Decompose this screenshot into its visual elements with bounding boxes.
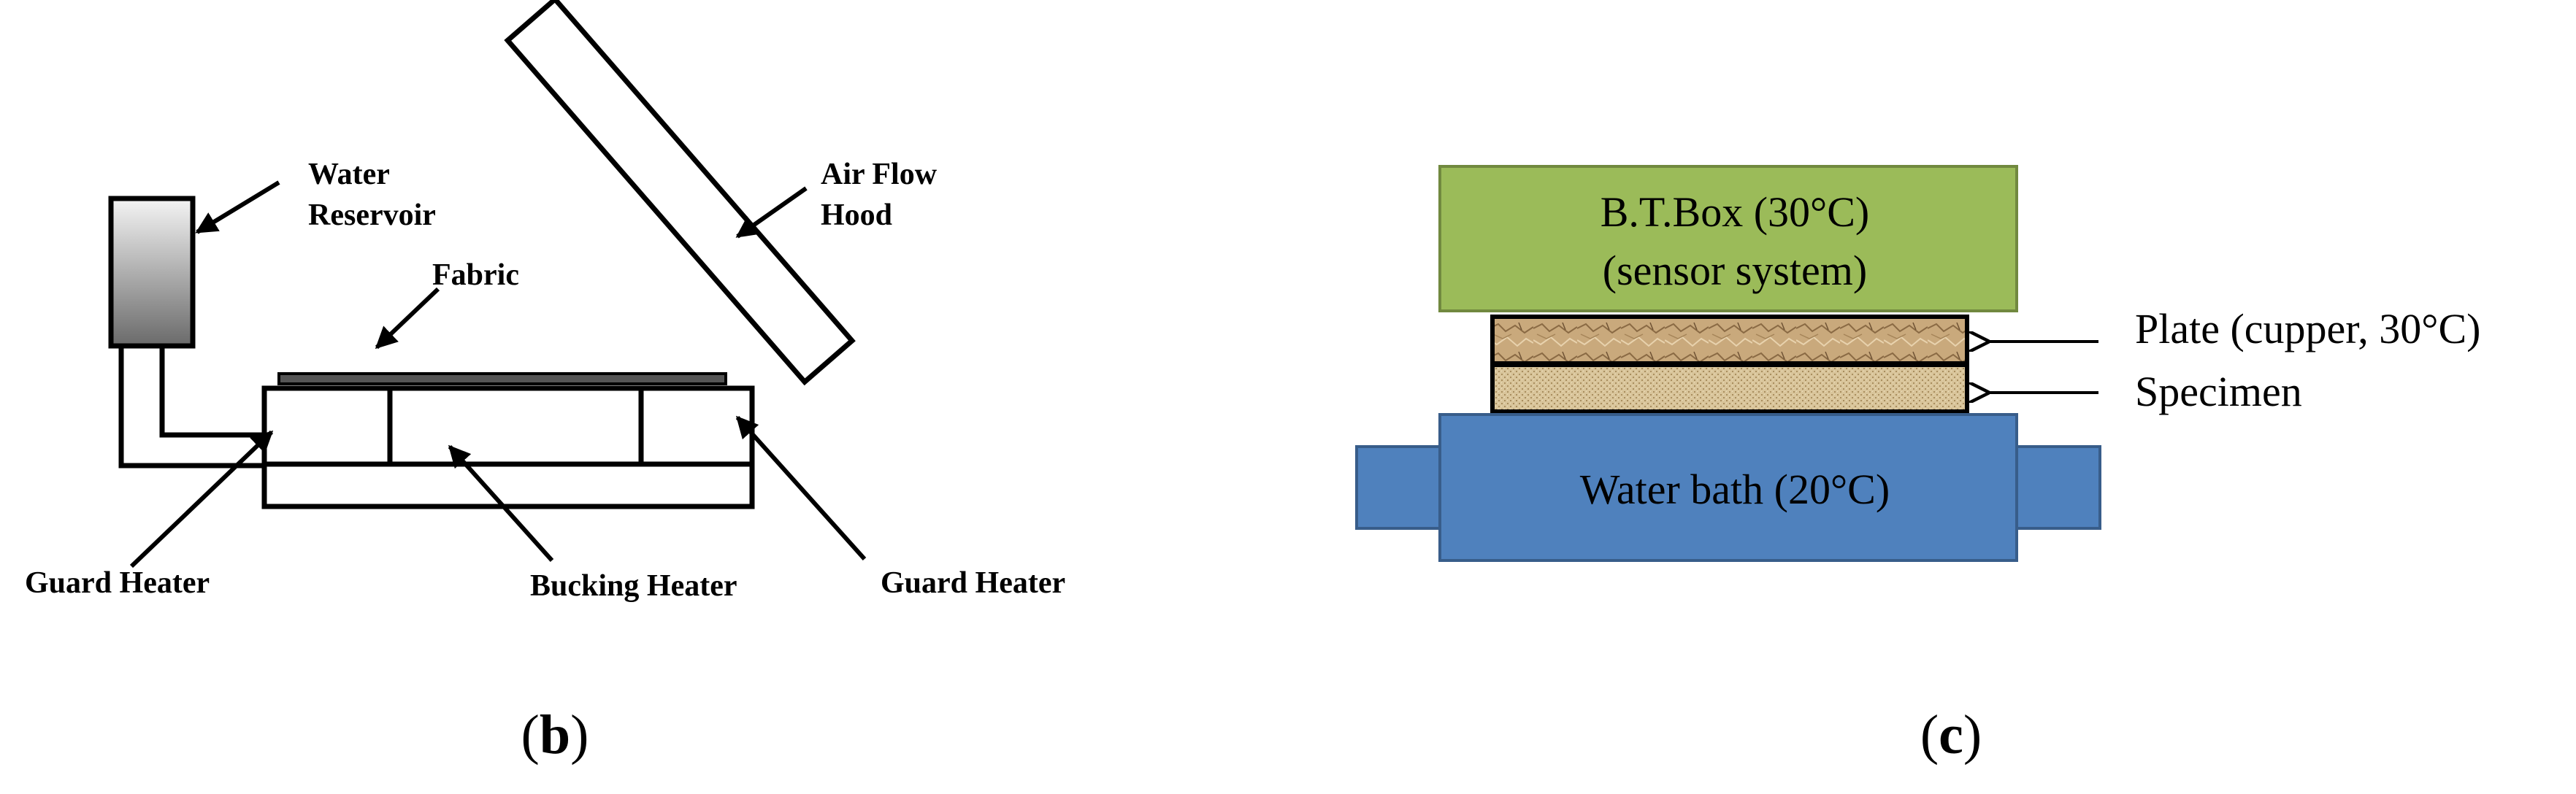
panel-b: Water Reservoir Fabric Air Flow Hood Gua…: [25, 0, 1065, 766]
label-plate: Plate (cupper, 30°C): [2135, 305, 2480, 352]
caption-b-letter: b: [540, 704, 570, 766]
bt-box-subtitle: (sensor system): [1603, 247, 1867, 294]
water-bath-left-lug: [1355, 445, 1446, 530]
caption-c: (c): [1920, 704, 1982, 766]
arrow-water-reservoir: [195, 180, 280, 234]
arrow-guard-heater-left: [129, 430, 274, 568]
water-reservoir: [108, 196, 196, 349]
bt-box-title: B.T.Box (30°C): [1601, 188, 1870, 236]
caption-c-letter: c: [1939, 704, 1963, 766]
arrow-fabric: [375, 287, 440, 350]
copper-plate: [1490, 315, 1969, 366]
panel-c: B.T.Box (30°C) (sensor system) Water bat…: [1355, 165, 2480, 766]
arrow-guard-heater-right: [735, 415, 867, 561]
air-flow-hood: [504, 0, 856, 386]
water-bath-label: Water bath (20°C): [1580, 466, 1890, 513]
label-reservoir: Reservoir: [308, 198, 436, 232]
label-fabric: Fabric: [432, 258, 519, 292]
label-hood: Hood: [821, 198, 892, 232]
hot-plate-base: [261, 385, 755, 509]
caption-b: (b): [521, 704, 589, 766]
arrow-air-flow-hood: [735, 186, 808, 239]
label-bucking-heater: Bucking Heater: [530, 569, 737, 603]
caption-c-open: (: [1920, 704, 1939, 766]
specimen-layer: [1490, 363, 1969, 414]
caption-b-close: ): [570, 704, 589, 766]
label-air-flow: Air Flow: [821, 158, 938, 191]
label-guard-heater-left: Guard Heater: [25, 566, 210, 600]
water-pipe-inner: [159, 346, 266, 438]
water-bath: [1438, 413, 2018, 562]
label-specimen: Specimen: [2135, 368, 2302, 415]
arrow-bucking-heater: [448, 444, 554, 563]
water-pipe-outer: [118, 346, 266, 469]
label-guard-heater-right: Guard Heater: [881, 566, 1065, 600]
water-bath-right-lug: [2011, 445, 2101, 530]
label-water: Water: [308, 158, 390, 191]
bt-box: [1438, 165, 2018, 312]
caption-b-open: (: [521, 704, 540, 766]
caption-c-close: ): [1963, 704, 1982, 766]
fabric-layer: [277, 372, 727, 385]
